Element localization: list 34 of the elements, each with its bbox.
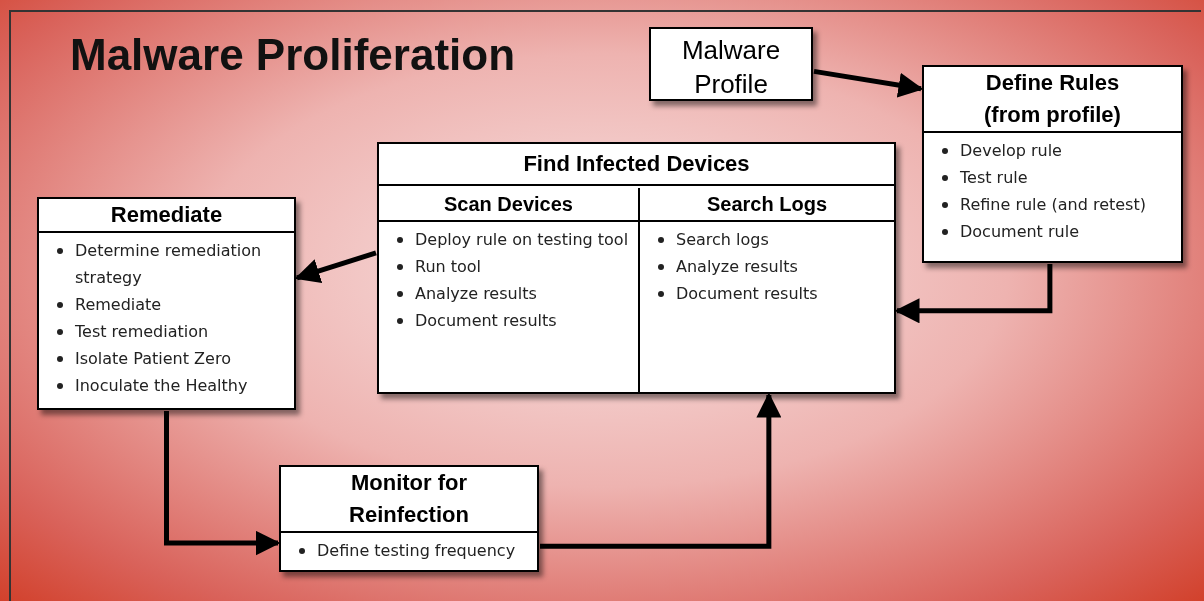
bullet-item: Inoculate the Healthy bbox=[75, 374, 248, 397]
process-box bbox=[377, 142, 896, 394]
bullet-item: Test remediation bbox=[75, 320, 209, 343]
arrow bbox=[813, 68, 924, 98]
bullet-item: Document results bbox=[676, 283, 818, 305]
bullet-item: Remediate bbox=[75, 293, 162, 316]
diagram-title: Malware Proliferation bbox=[70, 30, 515, 80]
bullet-item: Develop rule bbox=[960, 139, 1062, 162]
box-heading: Search Logs bbox=[640, 188, 894, 222]
bullet-item: Document rule bbox=[960, 220, 1079, 243]
arrow bbox=[164, 411, 281, 556]
process-box bbox=[922, 65, 1183, 263]
bullet-item: Determine remediation strategy bbox=[75, 239, 263, 289]
bullet-item: Deploy rule on testing tool bbox=[415, 229, 629, 251]
box-heading: Find Infected Devices bbox=[379, 144, 894, 186]
bullet-item: Document results bbox=[415, 310, 557, 332]
bullet-item: Test rule bbox=[960, 166, 1028, 189]
arrow bbox=[540, 392, 782, 549]
bullet-item: Isolate Patient Zero bbox=[75, 347, 231, 370]
box-heading: Define Rules (from profile) bbox=[924, 67, 1181, 133]
box-heading: Remediate bbox=[39, 199, 294, 233]
node-label: Malware Profile bbox=[680, 34, 782, 101]
column-panel bbox=[638, 188, 894, 392]
bullet-item: Define testing frequency bbox=[317, 539, 516, 562]
process-box bbox=[37, 197, 296, 410]
bullet-item: Analyze results bbox=[415, 283, 537, 305]
bullet-item: Search logs bbox=[676, 229, 769, 251]
box-heading: Monitor for Reinfection bbox=[281, 467, 537, 533]
process-box bbox=[279, 465, 539, 572]
column-panel bbox=[379, 188, 638, 392]
bullet-item: Refine rule (and retest) bbox=[960, 193, 1146, 216]
bullet-item: Run tool bbox=[415, 256, 482, 278]
input-box bbox=[649, 27, 813, 101]
bullet-item: Analyze results bbox=[676, 256, 798, 278]
